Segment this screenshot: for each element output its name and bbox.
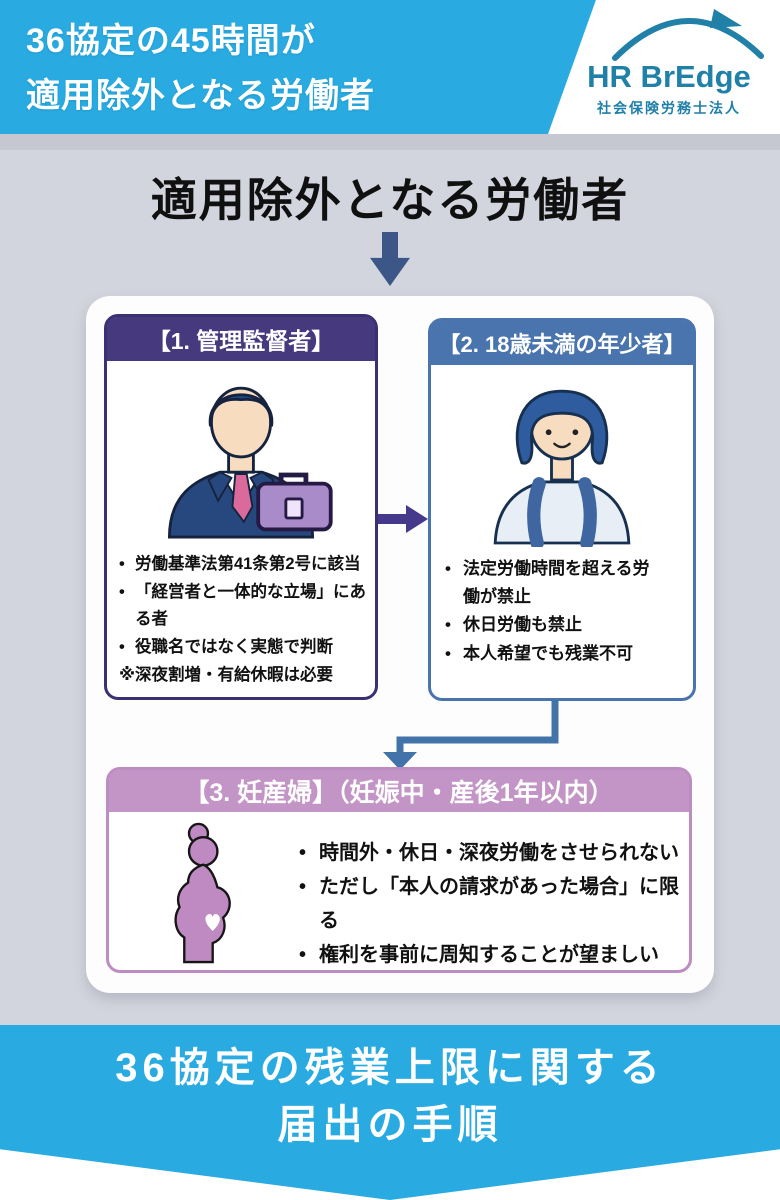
box-minors-header: 【2. 18歳未満の年少者】 bbox=[431, 321, 693, 365]
right-arrow-icon bbox=[378, 505, 428, 533]
header-title: 36協定の45時間が 適用除外となる労働者 bbox=[26, 14, 375, 124]
box-expectant-mothers-body: • 時間外・休日・深夜労働をさせられない • ただし「本人の請求があった場合」に限る… bbox=[109, 812, 689, 972]
bullet-dot: • bbox=[445, 615, 451, 635]
box-expectant-mothers: 【3. 妊産婦】（妊娠中・産後1年以内） • 時間外・休日・深夜労働をさせられない bbox=[106, 767, 692, 973]
bullet-dot: • bbox=[299, 842, 307, 864]
bullet-dot: • bbox=[299, 876, 307, 898]
list-item: • 役職名ではなく実態で判断 bbox=[119, 634, 369, 662]
elbow-connector-arrow bbox=[383, 700, 559, 770]
bullet-text: 権利を事前に周知することが望ましい bbox=[319, 944, 659, 966]
header-title-line1: 36協定の45時間が bbox=[26, 22, 316, 60]
teenage-girl-illustration bbox=[431, 365, 693, 553]
footer-title-line1: 36協定の残業上限に関する bbox=[115, 1046, 665, 1090]
box-minors: 【2. 18歳未満の年少者】 • 法定労働時間を超える労働が禁止 • 休日労働も禁止 bbox=[428, 318, 696, 701]
pregnant-woman-illustration bbox=[159, 822, 259, 969]
bullet-text: 本人希望でも残業不可 bbox=[463, 643, 633, 663]
logo-panel: HR BrEdge 社会保険労務士法人 bbox=[548, 0, 780, 134]
footer-area: 36協定の残業上限に関する 届出の手順 bbox=[0, 1025, 780, 1200]
list-item: • 時間外・休日・深夜労働をさせられない bbox=[299, 836, 679, 870]
box-managers-header: 【1. 管理監督者】 bbox=[107, 317, 375, 361]
content-card: 【1. 管理監督者】 bbox=[86, 296, 714, 993]
list-item: • 本人希望でも残業不可 bbox=[445, 640, 655, 668]
bullet-text: 労働基準法第41条第2号に該当 bbox=[135, 555, 361, 573]
logo-subtitle: 社会保険労務士法人 bbox=[597, 100, 741, 116]
box-expectant-mothers-bullets: • 時間外・休日・深夜労働をさせられない • ただし「本人の請求があった場合」に限る… bbox=[299, 836, 679, 972]
bullet-text: 時間外・休日・深夜労働をさせられない bbox=[319, 842, 679, 864]
box-managers-note: ※深夜割増・有給休暇は必要 bbox=[119, 665, 334, 684]
bullet-text: ただし「本人の請求があった場合」に限る bbox=[319, 876, 679, 932]
list-item: • 権利を事前に周知することが望ましい bbox=[299, 938, 679, 972]
page-title: 適用除外となる労働者 bbox=[150, 174, 630, 226]
bullet-dot: • bbox=[299, 944, 307, 966]
header-title-line2: 適用除外となる労働者 bbox=[26, 77, 375, 116]
header-banner: 36協定の45時間が 適用除外となる労働者 HR BrEdge 社会保険労務士法… bbox=[0, 0, 780, 134]
bullet-text: 休日労働も禁止 bbox=[463, 615, 582, 635]
bullet-text: 法定労働時間を超える労働が禁止 bbox=[463, 559, 650, 607]
list-item: • 労働基準法第41条第2号に該当 bbox=[119, 551, 369, 579]
footer-banner: 36協定の残業上限に関する 届出の手順 bbox=[0, 1025, 780, 1200]
bridge-sail-logo-icon bbox=[612, 9, 764, 61]
list-item: • 「経営者と一体的な立場」にある者 bbox=[119, 579, 369, 634]
box-minors-bullets: • 法定労働時間を超える労働が禁止 • 休日労働も禁止 • 本人希望でも残業不可 bbox=[431, 553, 693, 668]
bullet-dot: • bbox=[445, 559, 451, 578]
down-arrow-icon bbox=[370, 232, 410, 286]
bullet-dot: • bbox=[119, 555, 125, 573]
logo-name: HR BrEdge bbox=[587, 59, 751, 94]
footer-title-line2: 届出の手順 bbox=[277, 1102, 503, 1147]
bullet-dot: • bbox=[445, 643, 451, 663]
bullet-dot: • bbox=[119, 582, 125, 601]
list-item: • 法定労働時間を超える労働が禁止 bbox=[445, 555, 655, 611]
bullet-text: 役職名ではなく実態で判断 bbox=[135, 638, 333, 657]
list-item: • 休日労働も禁止 bbox=[445, 611, 655, 639]
box-managers-bullets: • 労働基準法第41条第2号に該当 • 「経営者と一体的な立場」にある者 • 役職名で… bbox=[107, 549, 375, 662]
box-expectant-mothers-header: 【3. 妊産婦】（妊娠中・産後1年以内） bbox=[109, 770, 689, 812]
bullet-text: 「経営者と一体的な立場」にある者 bbox=[135, 582, 366, 629]
bullet-dot: • bbox=[119, 638, 125, 657]
header-divider-strip bbox=[0, 134, 780, 150]
list-item: • ただし「本人の請求があった場合」に限る bbox=[299, 870, 679, 938]
businessman-illustration bbox=[107, 361, 375, 549]
box-managers: 【1. 管理監督者】 bbox=[104, 314, 378, 700]
